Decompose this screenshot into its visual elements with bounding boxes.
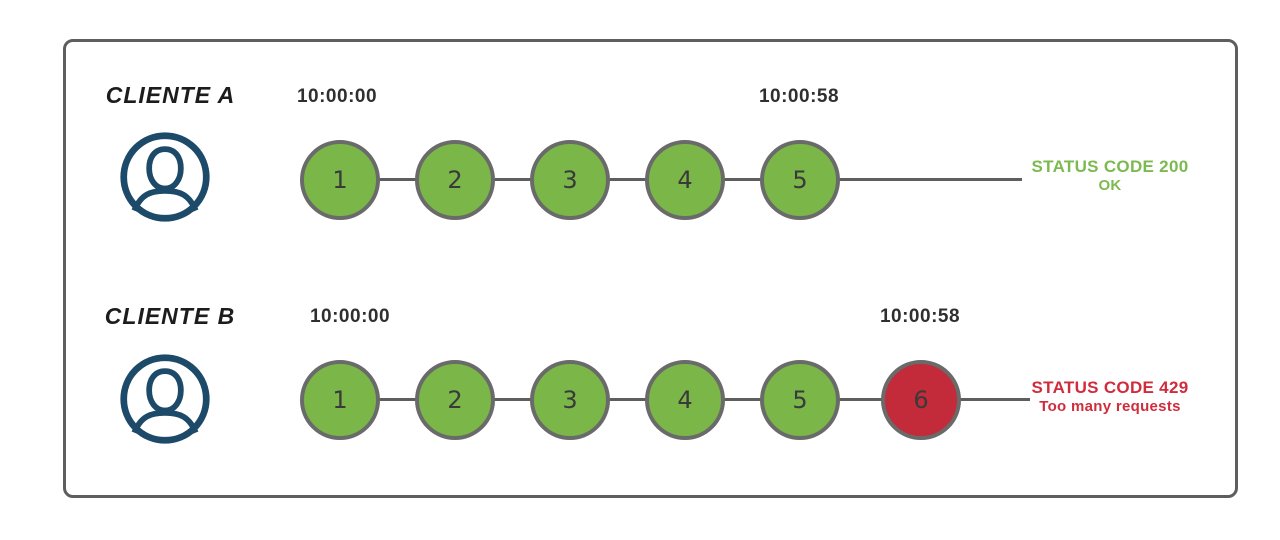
row-a-start-time: 10:00:00 — [296, 86, 378, 107]
user-avatar-icon — [120, 132, 210, 222]
row-b-end-time: 10:00:58 — [879, 306, 961, 327]
user-avatar-icon — [117, 351, 213, 447]
request-circle-a2: 2 — [415, 140, 495, 220]
request-circle-b2: 2 — [415, 360, 495, 440]
row-a-end-time: 10:00:58 — [758, 86, 840, 107]
request-circle-b4: 4 — [645, 360, 725, 440]
request-circle-b6-blocked: 6 — [881, 360, 961, 440]
request-circle-a3: 3 — [530, 140, 610, 220]
request-circle-b1: 1 — [300, 360, 380, 440]
request-circle-a5: 5 — [760, 140, 840, 220]
request-circle-a1: 1 — [300, 140, 380, 220]
client-a-label: CLIENTE A — [105, 82, 236, 108]
row-b-status-code: STATUS CODE 429 — [1031, 378, 1189, 397]
row-b-status-message: Too many requests — [1039, 398, 1181, 415]
request-circle-b3: 3 — [530, 360, 610, 440]
row-b-start-time: 10:00:00 — [309, 306, 391, 327]
user-avatar-icon — [117, 129, 213, 225]
row-a-status-message: OK — [1098, 177, 1122, 194]
client-b-label: CLIENTE B — [104, 303, 236, 329]
row-b-status: STATUS CODE 429 Too many requests — [1025, 378, 1195, 416]
row-a-status-code: STATUS CODE 200 — [1031, 157, 1189, 176]
request-circle-a4: 4 — [645, 140, 725, 220]
user-avatar-icon — [120, 354, 210, 444]
row-a-status: STATUS CODE 200 OK — [1025, 157, 1195, 195]
request-circle-b5: 5 — [760, 360, 840, 440]
